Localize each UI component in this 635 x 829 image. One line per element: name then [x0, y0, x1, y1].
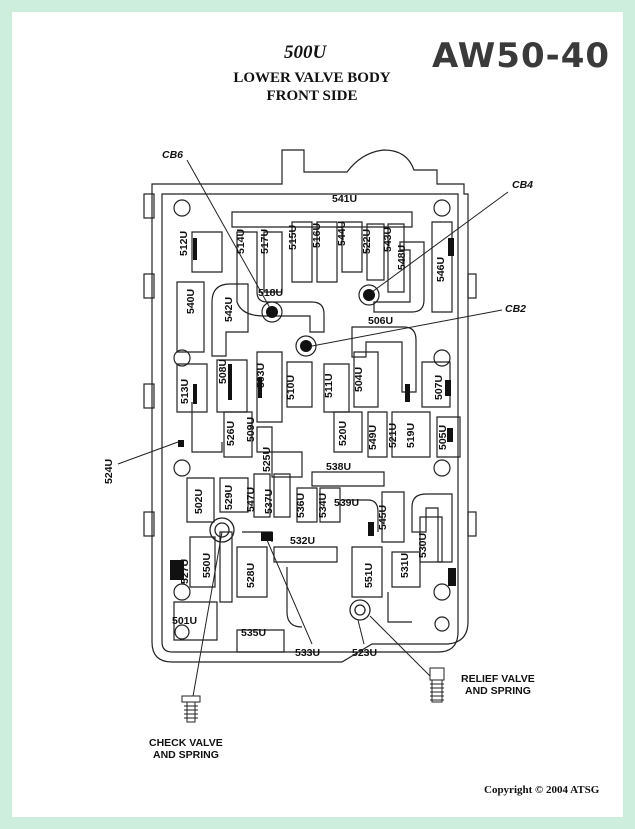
passage-525u: 525U [261, 447, 273, 472]
passage-550u: 550U [201, 553, 213, 578]
passage-542u: 542U [223, 297, 235, 322]
passage-544u: 544U [336, 221, 348, 246]
copyright: Copyright © 2004 ATSG [484, 784, 600, 796]
part-code: 500U [284, 42, 327, 63]
relief-valve-icon [429, 667, 445, 703]
passage-547u: 547U [245, 487, 257, 512]
passage-521u: 521U [387, 423, 399, 448]
passage-537u: 537U [263, 489, 275, 514]
checkball-cb4 [358, 284, 380, 306]
checkball-cb2 [295, 335, 317, 357]
passage-523u: 523U [352, 647, 377, 659]
label-cb4: CB4 [512, 179, 533, 191]
label-cb2: CB2 [505, 303, 526, 315]
passage-535u: 535U [241, 627, 266, 639]
passage-531u: 531U [399, 553, 411, 578]
passage-503u: 503U [255, 363, 267, 388]
check-valve-label-2: AND SPRING [153, 749, 219, 761]
check-valve-pocket [209, 517, 235, 543]
passage-546u: 546U [435, 257, 447, 282]
passage-545u: 545U [377, 505, 389, 530]
model-name: AW50-40 [432, 36, 611, 76]
passage-527u: 527U [179, 559, 191, 584]
relief-valve-label-2: AND SPRING [465, 685, 531, 697]
passage-508u: 508U [217, 359, 229, 384]
passage-529u: 529U [223, 485, 235, 510]
diagram-page: 500U LOWER VALVE BODY FRONT SIDE AW50-40… [12, 12, 623, 817]
passage-538u: 538U [326, 461, 351, 473]
passage-517u: 517U [259, 229, 271, 254]
passage-534u: 534U [317, 493, 329, 518]
passage-540u: 540U [185, 289, 197, 314]
passage-528u: 528U [245, 563, 257, 588]
passage-518u: 518U [258, 287, 283, 299]
passage-539u: 539U [334, 497, 359, 509]
checkball-cb6 [261, 301, 283, 323]
passage-505u: 505U [437, 425, 449, 450]
passage-524u: 524U [103, 459, 115, 484]
passage-526u: 526U [225, 421, 237, 446]
passage-541u: 541U [332, 193, 357, 205]
passage-506u: 506U [368, 315, 393, 327]
passage-514u: 514U [235, 229, 247, 254]
check-valve-label-1: CHECK VALVE [149, 737, 223, 749]
passage-511u: 511U [323, 373, 335, 398]
title-line-2: FRONT SIDE [266, 88, 358, 104]
casting-outline [151, 149, 469, 663]
passage-548u: 548U [396, 245, 408, 270]
passage-516u: 516U [311, 223, 323, 248]
passage-507u: 507U [433, 375, 445, 400]
passage-530u: 530U [417, 533, 429, 558]
vertical-passage-labels: 512U 514U 517U 515U 516U 544U 522U 543U … [103, 221, 449, 588]
label-cb6: CB6 [162, 149, 183, 161]
passage-515u: 515U [287, 225, 299, 250]
relief-valve-pocket [349, 599, 371, 621]
title-line-1: LOWER VALVE BODY [233, 70, 391, 86]
passage-labels: 541U 518U 506U 538U 539U 532U 501U 535U … [172, 193, 393, 659]
passage-509u: 509U [245, 417, 257, 442]
passage-519u: 519U [405, 423, 417, 448]
passage-533u: 533U [295, 647, 320, 659]
passage-501u: 501U [172, 615, 197, 627]
passage-504u: 504U [353, 367, 365, 392]
passage-512u: 512U [178, 231, 190, 256]
passage-532u: 532U [290, 535, 315, 547]
passage-502u: 502U [193, 489, 205, 514]
passage-543u: 543U [382, 227, 394, 252]
passage-522u: 522U [361, 229, 373, 254]
relief-valve-label-1: RELIEF VALVE [461, 673, 535, 685]
passage-510u: 510U [285, 375, 297, 400]
valve-body-drawing: CB6 CB4 CB2 CHECK VALVE AND SPRING RELIE… [103, 149, 535, 761]
passage-513u: 513U [179, 379, 191, 404]
passage-520u: 520U [337, 421, 349, 446]
check-valve-icon [181, 695, 201, 723]
passage-536u: 536U [295, 493, 307, 518]
passage-549u: 549U [367, 425, 379, 450]
passage-551u: 551U [363, 563, 375, 588]
